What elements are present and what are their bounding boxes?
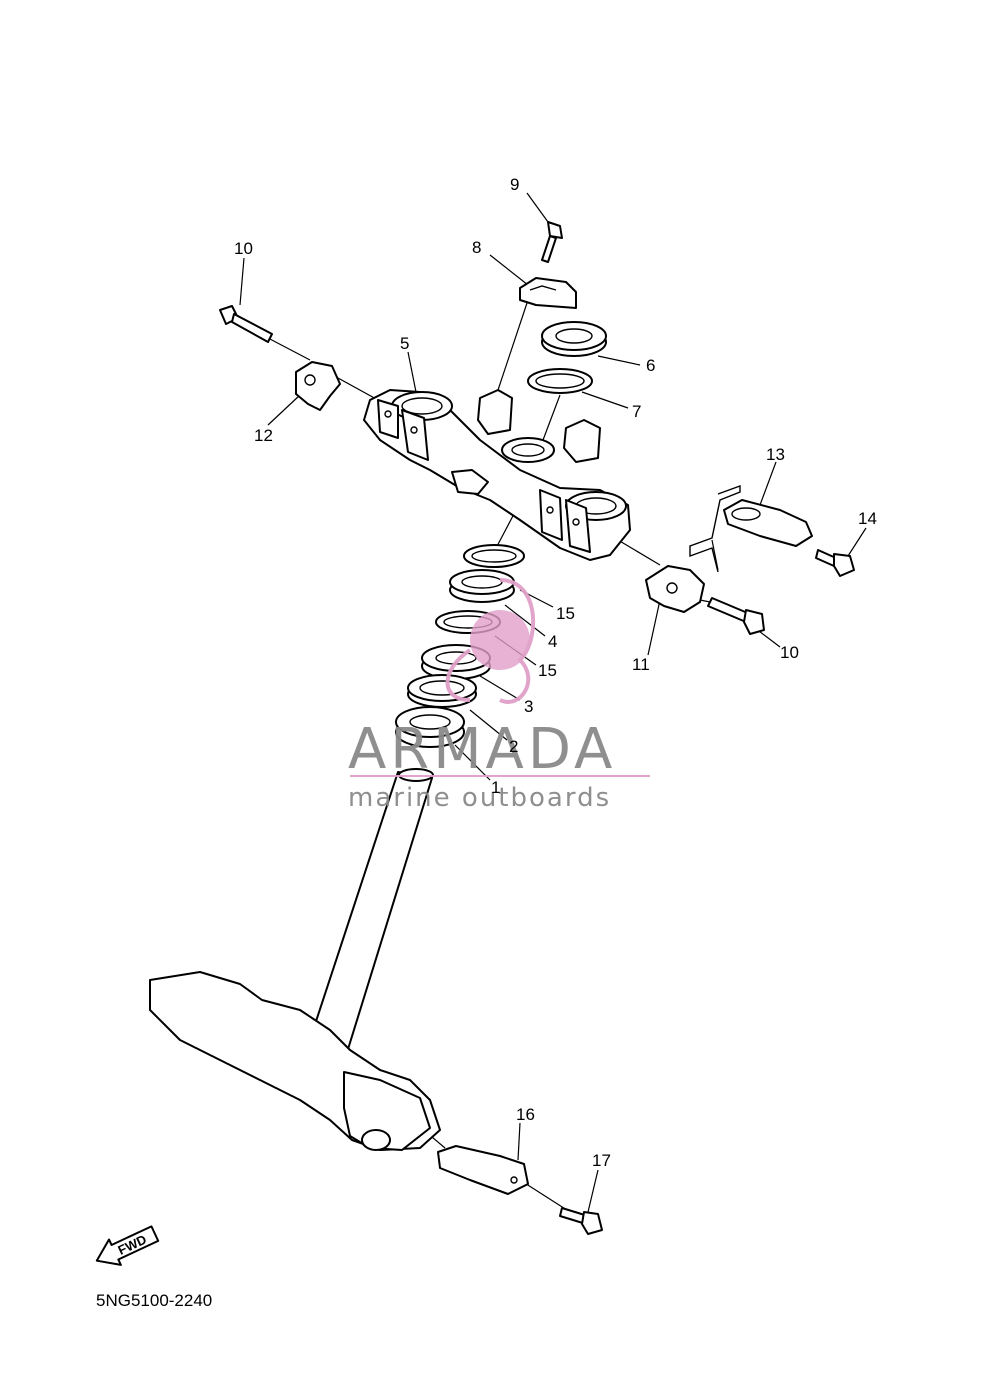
callout-8: 8 bbox=[472, 238, 481, 257]
callout-10-right: 10 bbox=[780, 643, 799, 662]
callout-7: 7 bbox=[632, 402, 641, 421]
callout-15-upper: 15 bbox=[556, 604, 575, 623]
callout-2: 2 bbox=[509, 737, 518, 756]
callout-11: 11 bbox=[632, 655, 650, 674]
part-1-bearing bbox=[395, 706, 465, 748]
part-2-bearing-race bbox=[407, 674, 477, 708]
callout-16: 16 bbox=[516, 1105, 535, 1124]
part-10-bolt-left bbox=[219, 305, 273, 343]
callout-1: 1 bbox=[491, 778, 500, 797]
part-15-washer-upper bbox=[463, 544, 525, 568]
part-5-upper-bracket bbox=[363, 389, 631, 561]
part-8-handlebar-holder bbox=[519, 277, 577, 309]
callout-15-lower: 15 bbox=[538, 661, 557, 680]
part-9-bolt bbox=[541, 221, 563, 263]
callout-9: 9 bbox=[510, 175, 519, 194]
callout-12: 12 bbox=[254, 426, 273, 445]
callout-10-left: 10 bbox=[234, 239, 253, 258]
callout-3: 3 bbox=[524, 697, 533, 716]
callout-6: 6 bbox=[646, 356, 655, 375]
part-17-bolt bbox=[559, 1207, 603, 1235]
part-16-lower-clamp bbox=[437, 1145, 529, 1195]
part-7-washer bbox=[527, 368, 593, 394]
part-14-bolt bbox=[815, 549, 855, 577]
callout-5: 5 bbox=[400, 334, 409, 353]
callout-4: 4 bbox=[548, 632, 557, 651]
part-13-clamp bbox=[689, 485, 813, 573]
part-3-bearing-cover bbox=[421, 644, 491, 680]
callout-labels: 9 8 10 5 6 7 12 13 14 15 4 15 11 10 3 2 … bbox=[234, 175, 877, 1170]
part-4-ring-nut bbox=[449, 569, 515, 603]
part-10-bolt-right bbox=[707, 597, 765, 635]
part-12-bracket bbox=[295, 361, 341, 411]
watermark-brand: ARMADA bbox=[348, 717, 616, 782]
callout-13: 13 bbox=[766, 445, 785, 464]
callout-17: 17 bbox=[592, 1151, 611, 1170]
steering-stem-lower-bracket bbox=[149, 768, 441, 1151]
part-11-bracket bbox=[645, 565, 705, 613]
callout-14: 14 bbox=[858, 509, 877, 528]
armada-watermark: ARMADA marine outboards bbox=[348, 578, 650, 813]
fwd-arrow-icon: FWD bbox=[95, 1225, 160, 1266]
watermark-tagline: marine outboards bbox=[348, 783, 611, 813]
watermark-logo-icon bbox=[445, 578, 536, 704]
part-6-bushing bbox=[541, 321, 607, 357]
diagram-code: 5NG5100-2240 bbox=[96, 1291, 212, 1310]
